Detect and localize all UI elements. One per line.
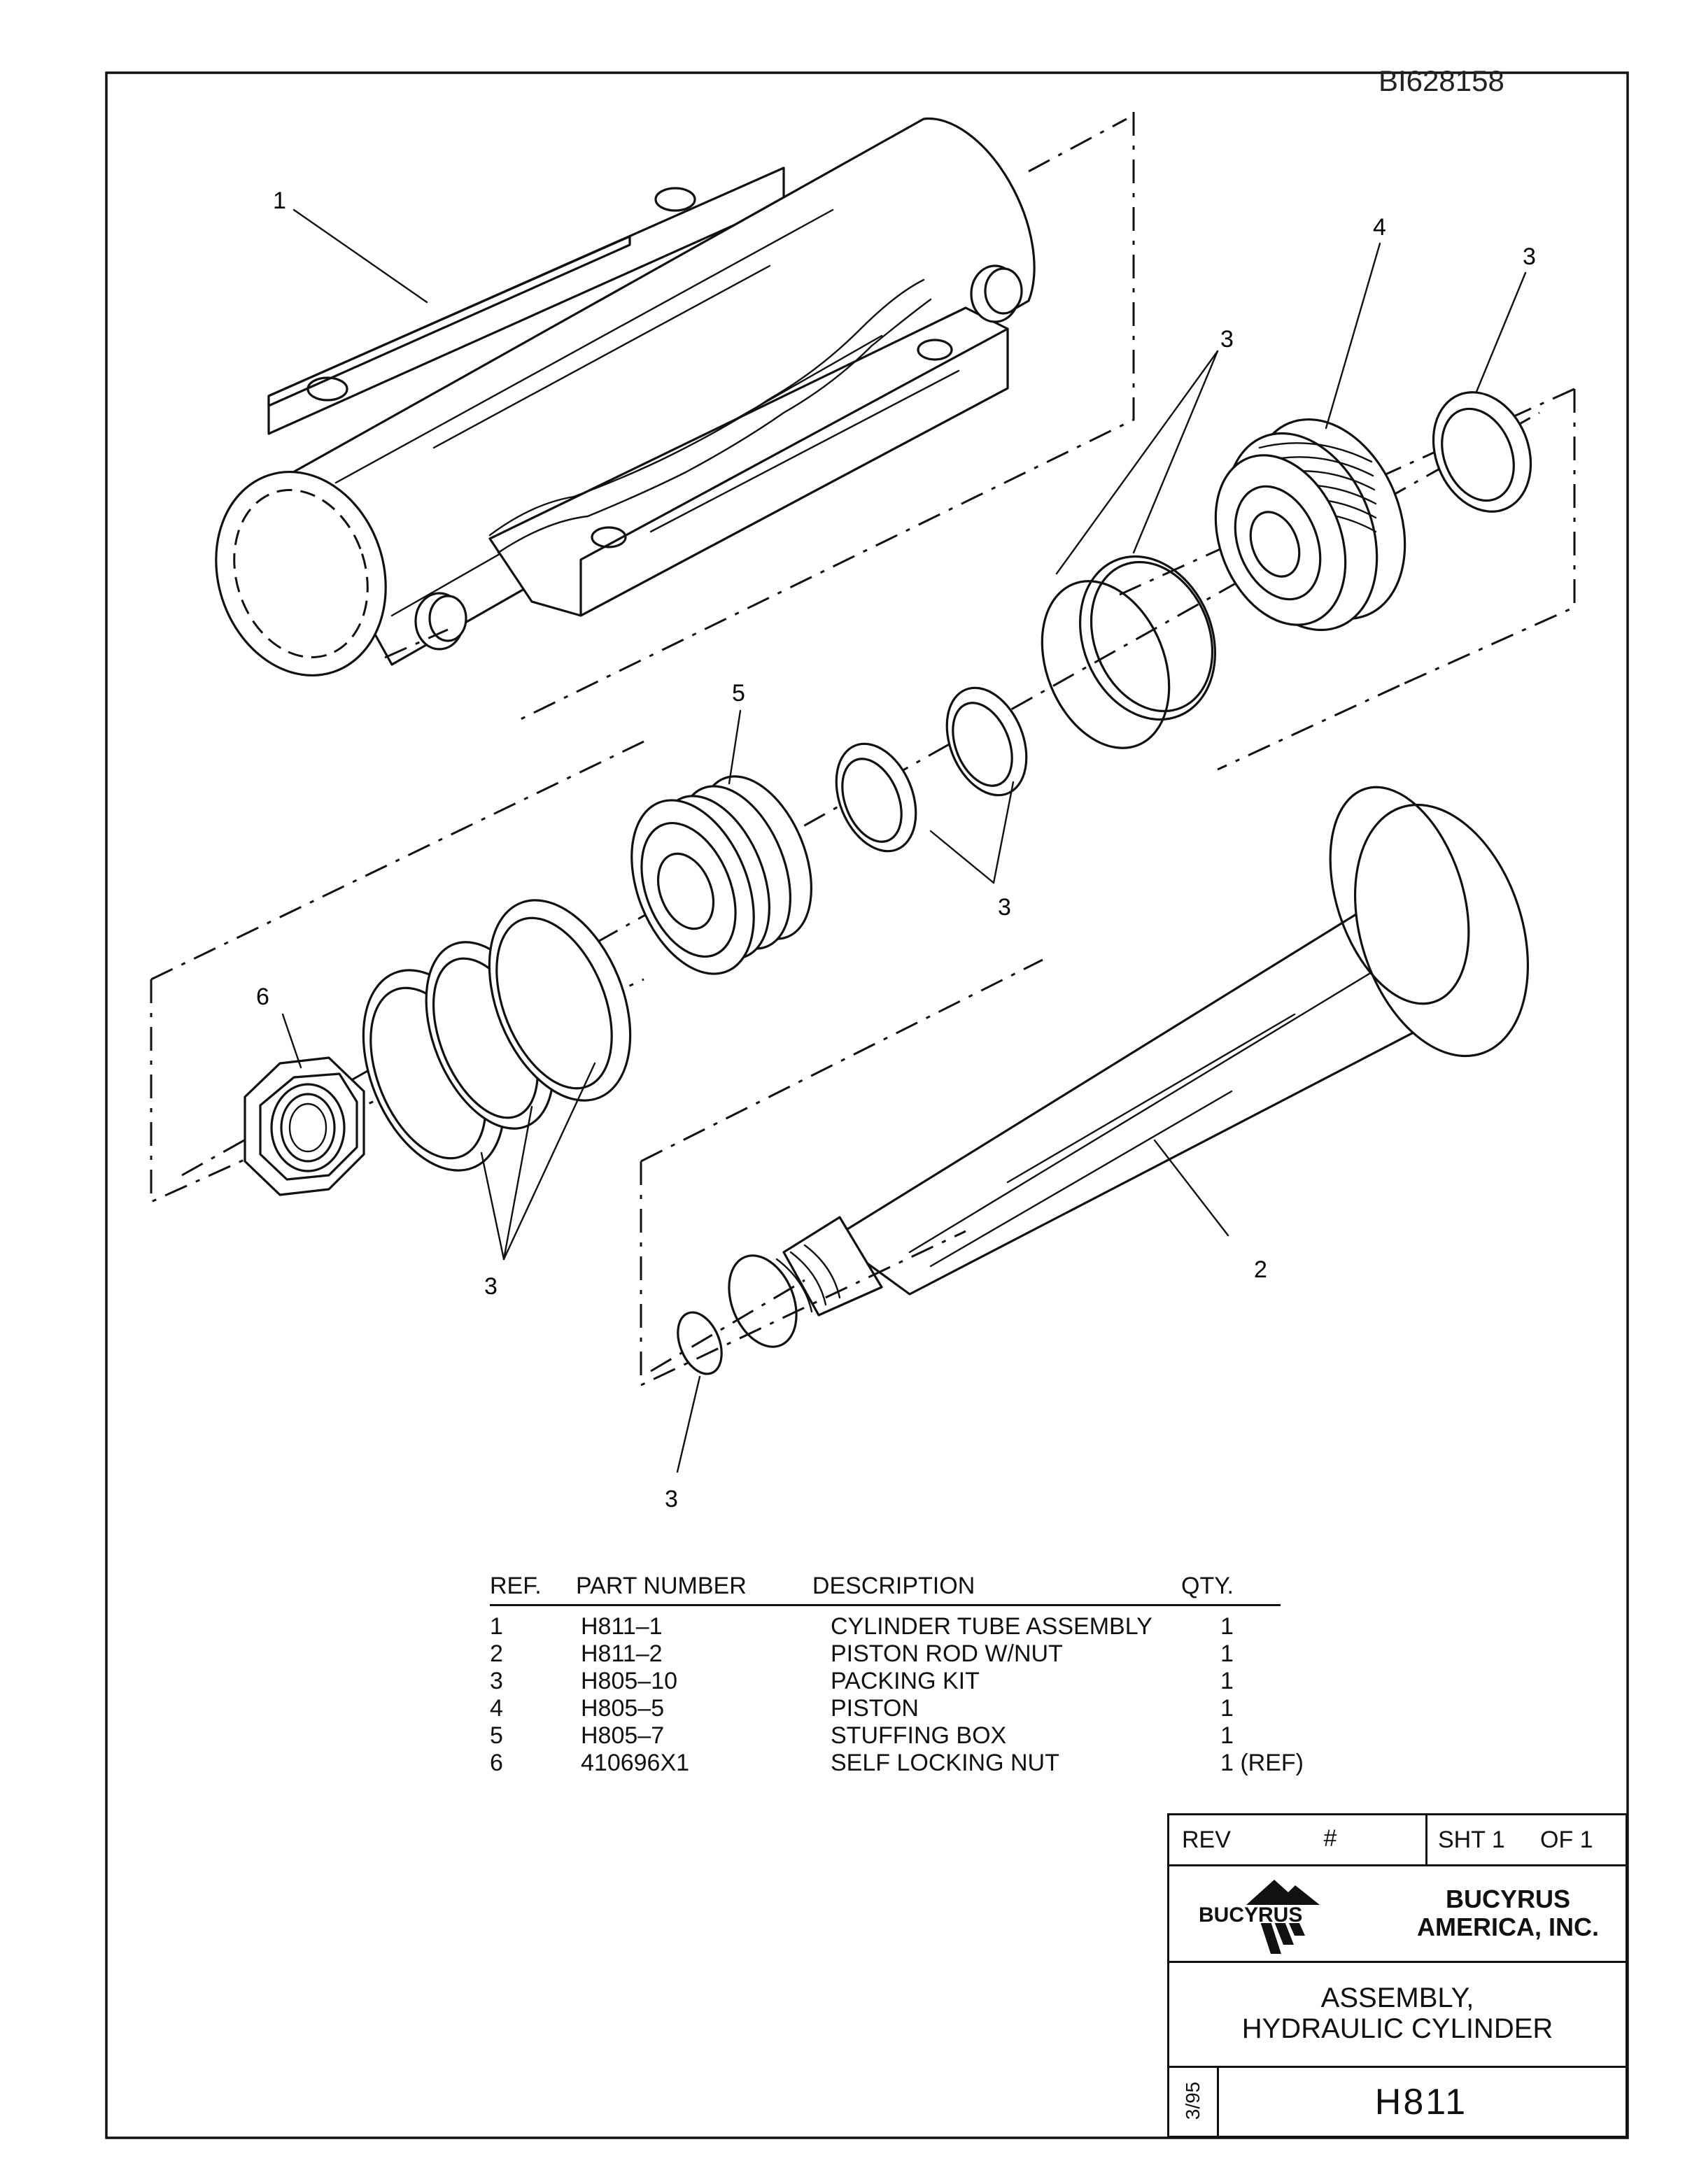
row-description: PACKING KIT — [831, 1668, 980, 1694]
row-description: PISTON — [831, 1695, 919, 1722]
header-ref: REF. — [490, 1573, 542, 1599]
callout-3-rod-ring: 3 — [665, 1486, 678, 1512]
packing-rings-middle — [835, 686, 1028, 853]
title-block: REV # SHT 1 OF 1 BUCYRUS BUCYRUS AMERICA… — [1167, 1813, 1628, 2138]
packing-ring-rear — [1432, 391, 1532, 513]
rev-label: REV — [1182, 1827, 1231, 1853]
row-qty: 1 — [1220, 1613, 1234, 1640]
row-ref: 3 — [490, 1668, 503, 1694]
drawing-border — [105, 71, 1629, 2139]
callout-2: 2 — [1254, 1256, 1267, 1283]
packing-rings-piston — [1041, 555, 1217, 749]
parts-table: REF. PART NUMBER DESCRIPTION QTY. 1 H811… — [490, 1573, 1325, 1777]
callout-labels: 1 2 3 3 3 3 3 3 4 5 6 — [256, 187, 1536, 1512]
row-part-number: H805–5 — [581, 1695, 665, 1722]
rev-value: # — [1323, 1825, 1337, 1852]
drawing-title-line1: ASSEMBLY, — [1320, 1983, 1474, 2013]
row-description: PISTON ROD W/NUT — [831, 1640, 1063, 1667]
stuffing-box — [630, 775, 812, 975]
table-row: 1 H811–1 CYLINDER TUBE ASSEMBLY 1 — [490, 1613, 1325, 1640]
revision-row: REV # SHT 1 OF 1 — [1169, 1815, 1626, 1866]
row-description: STUFFING BOX — [831, 1722, 1007, 1749]
parts-table-header: REF. PART NUMBER DESCRIPTION QTY. — [490, 1573, 1281, 1606]
row-qty: 1 — [1220, 1695, 1234, 1722]
header-description: DESCRIPTION — [812, 1573, 975, 1599]
callout-6: 6 — [256, 984, 269, 1010]
row-ref: 6 — [490, 1750, 503, 1776]
callout-1: 1 — [273, 187, 286, 214]
phantom-box-tube — [517, 112, 1135, 722]
callout-5: 5 — [732, 680, 745, 707]
row-ref: 1 — [490, 1613, 503, 1640]
sheet-of-label: OF 1 — [1540, 1827, 1593, 1853]
company-logo-row: BUCYRUS BUCYRUS AMERICA, INC. — [1169, 1864, 1626, 1963]
cylinder-tube-assembly — [215, 117, 1127, 677]
company-name-line2: AMERICA, INC. — [1417, 1913, 1599, 1941]
drawing-title-line2: HYDRAULIC CYLINDER — [1241, 2013, 1553, 2044]
row-description: CYLINDER TUBE ASSEMBLY — [831, 1613, 1152, 1640]
row-ref: 4 — [490, 1695, 503, 1722]
header-part-number: PART NUMBER — [576, 1573, 747, 1599]
callout-3-rear: 3 — [1523, 243, 1536, 270]
bucyrus-logo: BUCYRUS — [1197, 1880, 1337, 1954]
drawing-number: H811 — [1374, 2081, 1468, 2122]
company-name-line1: BUCYRUS — [1445, 1885, 1570, 1913]
row-ref: 5 — [490, 1722, 503, 1749]
table-row: 2 H811–2 PISTON ROD W/NUT 1 — [490, 1640, 1325, 1668]
row-part-number: H811–1 — [581, 1613, 663, 1640]
callout-3-piston-rings: 3 — [1220, 326, 1234, 353]
self-locking-nut — [244, 1056, 365, 1196]
leader-lines — [281, 208, 1527, 1473]
callout-3-front-rings: 3 — [484, 1273, 498, 1300]
row-part-number: H811–2 — [581, 1640, 663, 1667]
row-description: SELF LOCKING NUT — [831, 1750, 1059, 1776]
row-qty: 1 — [1220, 1640, 1234, 1667]
drawing-title: ASSEMBLY, HYDRAULIC CYLINDER — [1169, 1961, 1626, 2068]
table-row: 5 H805–7 STUFFING BOX 1 — [490, 1722, 1325, 1750]
drawing-date: 3/95 — [1182, 2081, 1204, 2120]
table-row: 3 H805–10 PACKING KIT 1 — [490, 1668, 1325, 1695]
logo-wordmark: BUCYRUS — [1199, 1903, 1302, 1927]
row-qty: 1 (REF) — [1220, 1750, 1304, 1776]
callout-4: 4 — [1373, 214, 1386, 241]
table-row: 6 410696X1 SELF LOCKING NUT 1 (REF) — [490, 1750, 1325, 1777]
row-part-number: H805–10 — [581, 1668, 678, 1694]
row-qty: 1 — [1220, 1722, 1234, 1749]
table-row: 4 H805–5 PISTON 1 — [490, 1695, 1325, 1722]
piston — [1214, 418, 1406, 632]
sheet-label: SHT 1 — [1438, 1827, 1505, 1853]
row-part-number: 410696X1 — [581, 1750, 690, 1776]
drawing-number-row: 3/95 H811 — [1169, 2066, 1626, 2138]
packing-rings-front — [362, 899, 632, 1172]
phantom-box-rod — [640, 1161, 966, 1387]
document-id: BI628158 — [1379, 64, 1504, 97]
callout-3-middle-rings: 3 — [998, 894, 1011, 921]
row-qty: 1 — [1220, 1668, 1234, 1694]
piston-rod — [677, 786, 1530, 1375]
row-ref: 2 — [490, 1640, 503, 1667]
row-part-number: H805–7 — [581, 1722, 665, 1749]
header-qty: QTY. — [1181, 1573, 1234, 1599]
